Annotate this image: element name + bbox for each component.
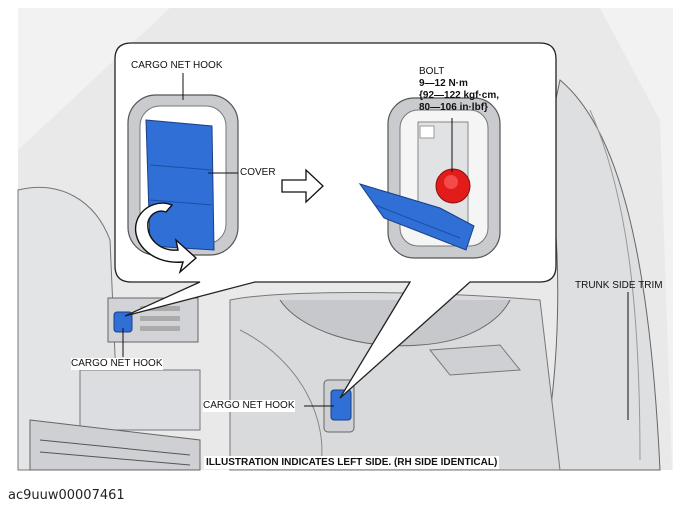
- opened-cover: [358, 183, 475, 251]
- bolt-spec: BOLT 9—12 N·m {92—122 kgf·cm, 80—106 in·…: [419, 66, 499, 114]
- cargo-net-hook-center-label: CARGO NET HOOK: [203, 400, 295, 412]
- next-step-arrow-icon: [281, 168, 324, 204]
- trunk-side-trim-label: TRUNK SIDE TRIM: [575, 280, 663, 291]
- bolt-torque-nm: 9—12 N·m: [419, 78, 468, 89]
- bolt-label: BOLT: [419, 66, 445, 77]
- cargo-net-hook-inset-label: CARGO NET HOOK: [131, 60, 223, 71]
- cargo-net-hook-center: [330, 389, 352, 421]
- trunk-floor-panel: [229, 292, 561, 471]
- bolt-torque-inlbf: 80—106 in·lbf}: [419, 102, 488, 113]
- illustration-note: ILLUSTRATION INDICATES LEFT SIDE. (RH SI…: [204, 456, 500, 469]
- cover-label: COVER: [240, 167, 276, 178]
- hook-cover: [145, 119, 215, 251]
- figure-code: ac9uuw00007461: [8, 488, 125, 503]
- cargo-net-hook-left-label: CARGO NET HOOK: [71, 358, 163, 370]
- removal-arrow-icon: [134, 202, 198, 275]
- bolt-torque-kgf: {92—122 kgf·cm,: [419, 90, 500, 101]
